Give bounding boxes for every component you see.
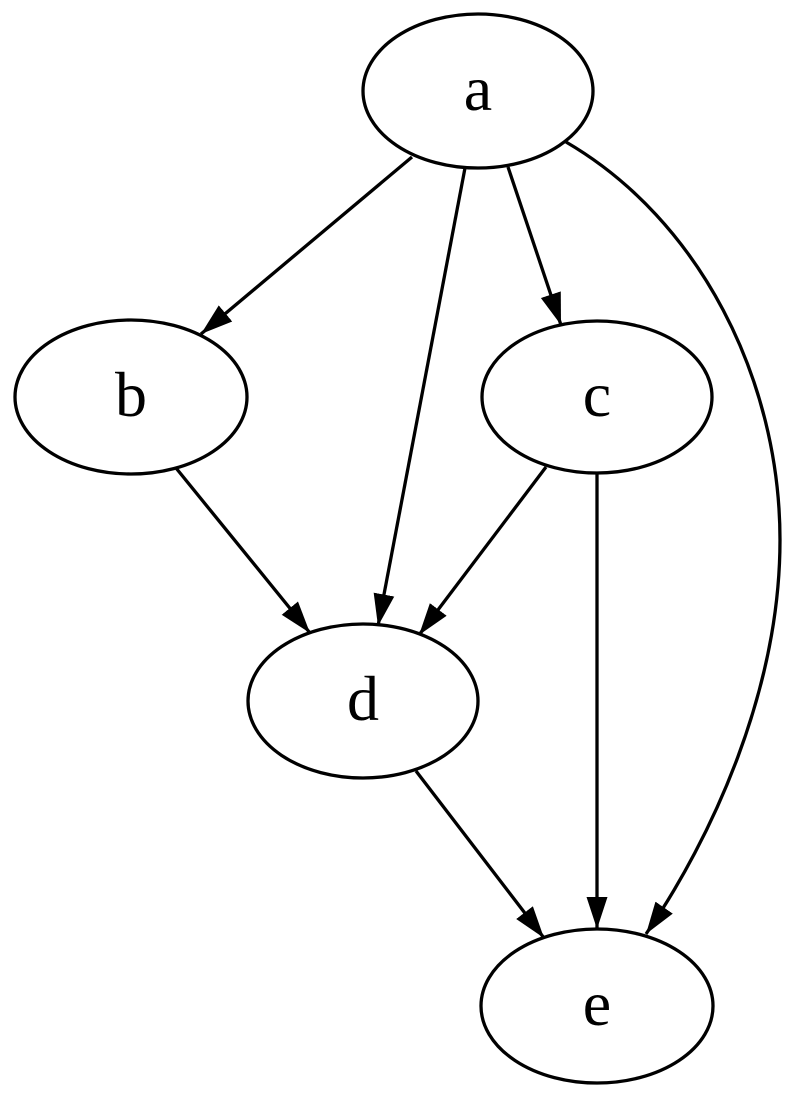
edges-layer — [174, 140, 782, 940]
edge-a-e — [565, 140, 782, 935]
edge-a-d — [373, 167, 467, 627]
edge-d-e — [414, 769, 546, 940]
node-c-ellipse — [480, 319, 714, 475]
edge-c-d — [417, 466, 548, 636]
edge-a-c — [506, 166, 563, 326]
node-b-label: b — [115, 359, 147, 430]
node-e: e — [479, 927, 715, 1085]
node-c-label: c — [583, 359, 611, 430]
nodes-layer: a b c d e — [13, 12, 715, 1085]
edge-a-b — [199, 155, 414, 336]
node-a: a — [361, 12, 595, 170]
node-a-label: a — [464, 53, 492, 124]
node-c: c — [480, 319, 714, 475]
node-d-label: d — [347, 663, 379, 734]
node-d: d — [246, 622, 480, 780]
node-d-ellipse — [246, 622, 480, 780]
node-a-ellipse — [361, 12, 595, 170]
node-b-ellipse — [13, 318, 249, 476]
node-b: b — [13, 318, 249, 476]
node-e-ellipse — [479, 927, 715, 1085]
edge-b-d — [174, 466, 312, 635]
node-e-label: e — [583, 968, 611, 1039]
